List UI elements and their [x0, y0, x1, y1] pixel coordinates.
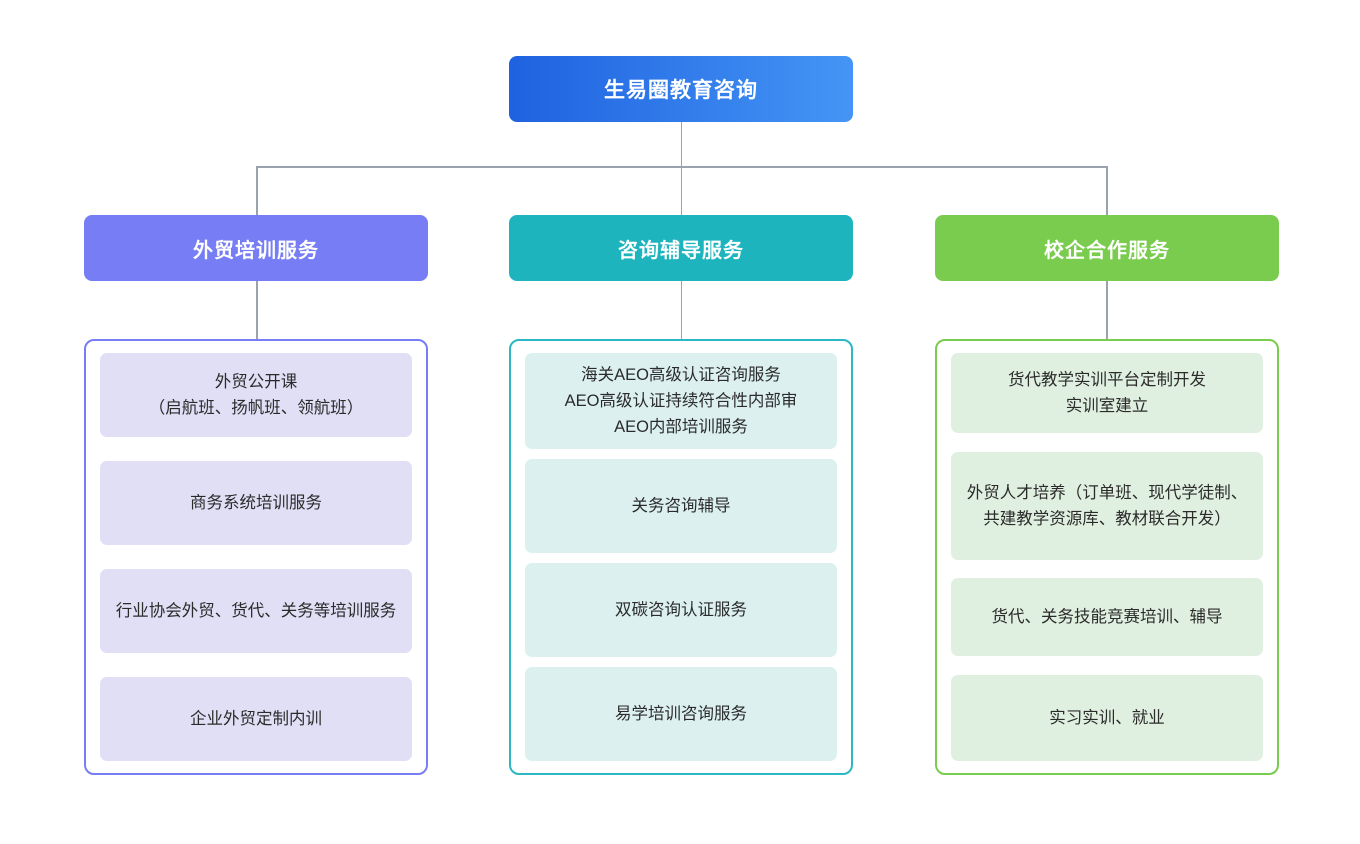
branch-header-3-label: 校企合作服务 — [1044, 239, 1170, 262]
branch-header-2[interactable]: 咨询辅导服务 — [509, 215, 853, 281]
root-node[interactable]: 生易圈教育咨询 — [509, 56, 853, 122]
branch-column-3: 校企合作服务 货代教学实训平台定制开发 实训室建立 外贸人才培养（订单班、现代学… — [935, 215, 1279, 775]
connector-branch-3-drop — [1106, 166, 1108, 215]
leaf-item[interactable]: 企业外贸定制内训 — [100, 677, 412, 761]
leaf-item[interactable]: 货代、关务技能竞赛培训、辅导 — [951, 578, 1263, 657]
branch-column-2: 咨询辅导服务 海关AEO高级认证咨询服务 AEO高级认证持续符合性内部审 AEO… — [509, 215, 853, 775]
branch-body-3: 货代教学实训平台定制开发 实训室建立 外贸人才培养（订单班、现代学徒制、共建教学… — [935, 339, 1279, 775]
branch-body-1: 外贸公开课 （启航班、扬帆班、领航班） 商务系统培训服务 行业协会外贸、货代、关… — [84, 339, 428, 775]
branch-header-2-label: 咨询辅导服务 — [618, 239, 744, 262]
branch-header-1[interactable]: 外贸培训服务 — [84, 215, 428, 281]
branch-header-3[interactable]: 校企合作服务 — [935, 215, 1279, 281]
connector-root-stem — [680, 122, 682, 167]
leaf-item[interactable]: 商务系统培训服务 — [100, 461, 412, 545]
root-node-label: 生易圈教育咨询 — [604, 79, 758, 102]
leaf-item[interactable]: 双碳咨询认证服务 — [525, 563, 837, 657]
leaf-item[interactable]: 外贸人才培养（订单班、现代学徒制、共建教学资源库、教材联合开发） — [951, 451, 1263, 560]
leaf-item[interactable]: 易学培训咨询服务 — [525, 667, 837, 761]
leaf-item[interactable]: 实习实训、就业 — [951, 674, 1263, 761]
leaf-item[interactable]: 关务咨询辅导 — [525, 459, 837, 553]
connector-branch-1-body — [256, 281, 258, 339]
leaf-item[interactable]: 海关AEO高级认证咨询服务 AEO高级认证持续符合性内部审 AEO内部培训服务 — [525, 353, 837, 449]
branch-body-2: 海关AEO高级认证咨询服务 AEO高级认证持续符合性内部审 AEO内部培训服务 … — [509, 339, 853, 775]
leaf-item[interactable]: 外贸公开课 （启航班、扬帆班、领航班） — [100, 353, 412, 437]
branch-column-1: 外贸培训服务 外贸公开课 （启航班、扬帆班、领航班） 商务系统培训服务 行业协会… — [84, 215, 428, 775]
connector-branch-2-drop — [680, 166, 682, 215]
leaf-item[interactable]: 行业协会外贸、货代、关务等培训服务 — [100, 569, 412, 653]
leaf-item[interactable]: 货代教学实训平台定制开发 实训室建立 — [951, 353, 1263, 433]
branch-header-1-label: 外贸培训服务 — [193, 239, 319, 262]
connector-branch-2-body — [680, 281, 682, 339]
connector-branch-3-body — [1106, 281, 1108, 339]
connector-branch-1-drop — [256, 166, 258, 215]
